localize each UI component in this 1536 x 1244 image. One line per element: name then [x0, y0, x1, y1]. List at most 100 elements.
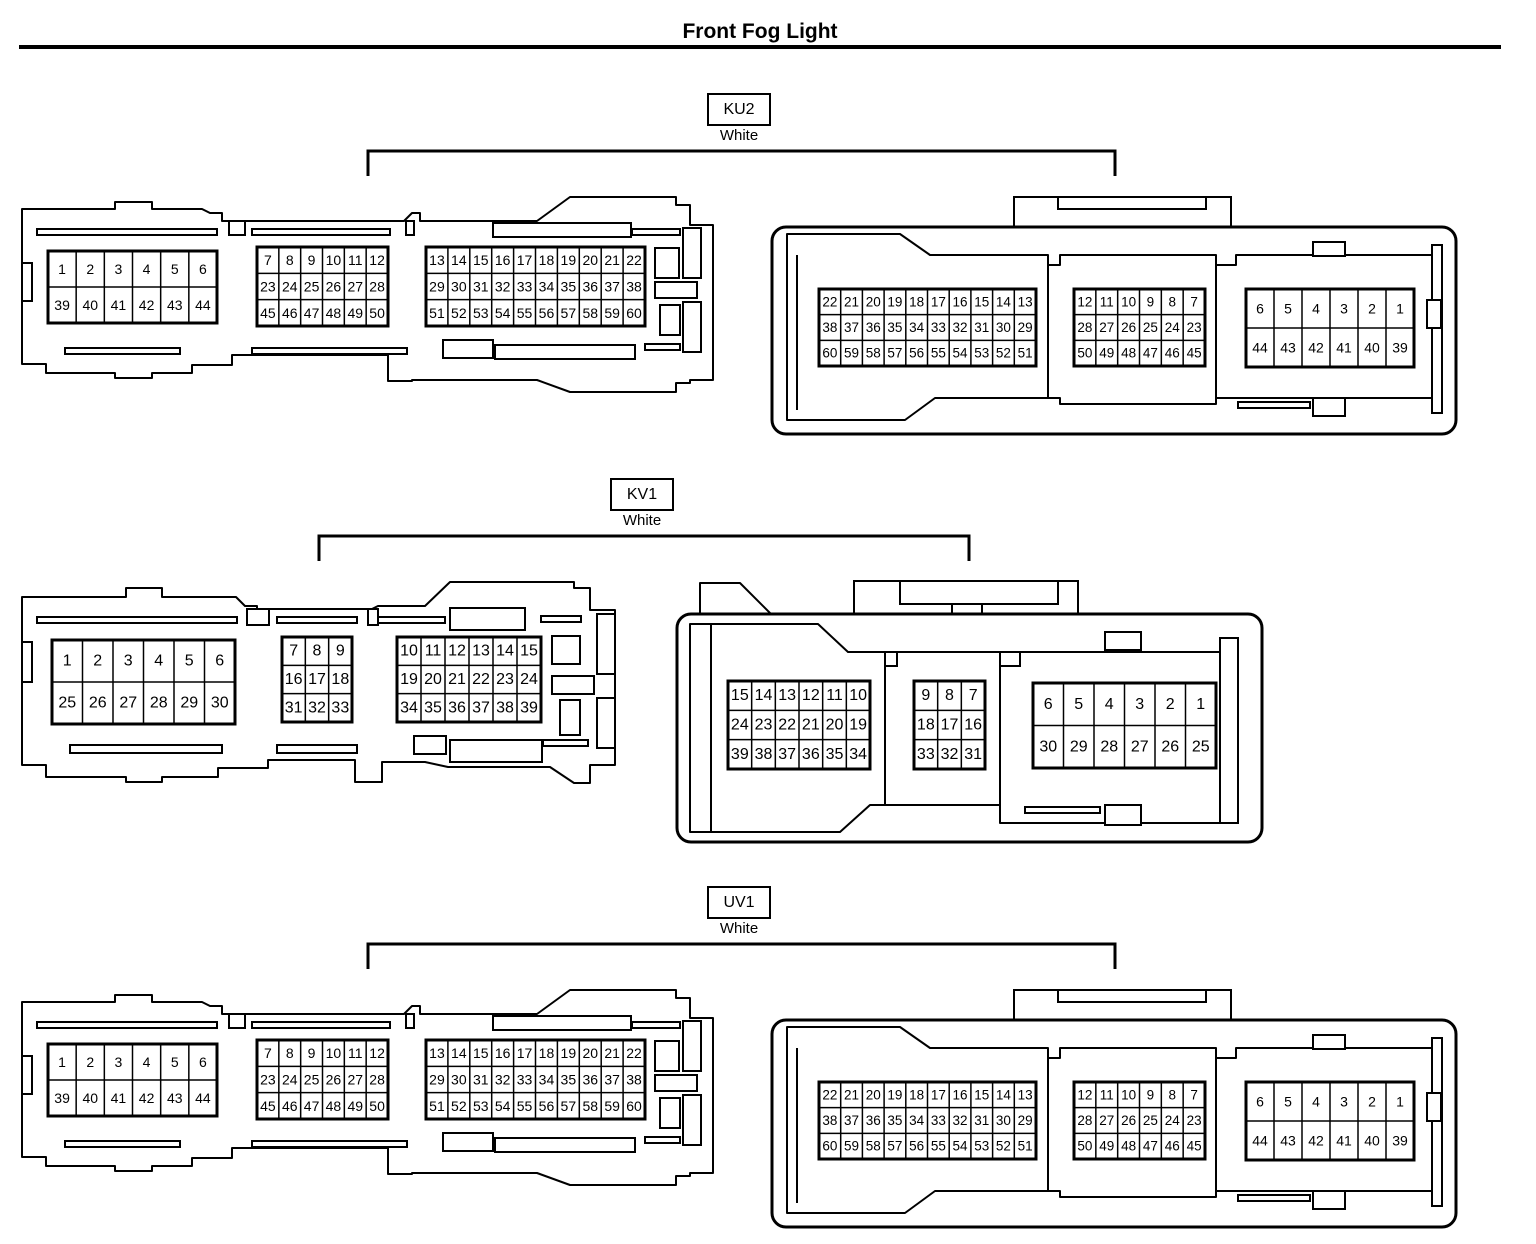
terminal-number: 9	[336, 643, 345, 660]
terminal-number: 37	[844, 1113, 859, 1128]
housing-detail	[276, 616, 358, 624]
terminal-number: 58	[866, 346, 881, 361]
terminal-number: 31	[964, 746, 982, 763]
terminal-number: 12	[369, 1045, 385, 1061]
terminal-number: 44	[195, 1090, 211, 1106]
terminal-number: 19	[561, 1045, 577, 1061]
terminal-number: 52	[996, 346, 1011, 361]
terminal-number: 55	[517, 305, 533, 321]
housing-detail	[36, 228, 218, 236]
terminal-number: 17	[931, 1087, 946, 1102]
terminal-number: 22	[626, 252, 642, 268]
terminal-number: 57	[561, 305, 577, 321]
terminal-number: 53	[974, 1139, 989, 1154]
terminal-number: 11	[1100, 294, 1114, 309]
terminal-number: 4	[1105, 696, 1114, 713]
terminal-number: 56	[539, 1098, 555, 1114]
terminal-number: 32	[495, 279, 511, 295]
terminal-number: 35	[561, 279, 577, 295]
terminal-number: 20	[582, 252, 598, 268]
terminal-block-frame	[912, 679, 987, 771]
terminal-block-frame	[280, 635, 354, 724]
terminal-number: 23	[260, 279, 276, 295]
housing-detail	[251, 1021, 391, 1029]
terminal-number: 16	[495, 252, 511, 268]
terminal-number: 34	[909, 320, 925, 335]
terminal-number: 32	[308, 699, 326, 716]
terminal-number: 39	[1392, 340, 1408, 356]
terminal-number: 9	[308, 252, 316, 268]
terminal-number: 34	[539, 279, 555, 295]
terminal-number: 30	[451, 279, 467, 295]
terminal-number: 49	[1099, 1139, 1114, 1154]
terminal-number: 3	[115, 1054, 123, 1070]
terminal-number: 29	[1070, 738, 1088, 755]
housing-detail	[1104, 631, 1142, 651]
terminal-number: 2	[86, 1054, 94, 1070]
terminal-number: 10	[326, 252, 342, 268]
housing-detail	[899, 580, 1059, 605]
terminal-number: 2	[1368, 301, 1376, 317]
housing-detail	[1237, 1194, 1311, 1202]
housing-detail	[631, 1021, 681, 1029]
terminal-number: 14	[996, 294, 1012, 309]
terminal-number: 21	[844, 1087, 859, 1102]
terminal-number: 15	[473, 252, 489, 268]
terminal-number: 14	[451, 252, 467, 268]
terminal-number: 11	[348, 252, 363, 268]
terminal-number: 30	[996, 1113, 1011, 1128]
terminal-number: 59	[844, 346, 859, 361]
terminal-number: 37	[778, 746, 796, 763]
terminal-number: 50	[369, 305, 385, 321]
terminal-number: 29	[1018, 320, 1033, 335]
terminal-number: 22	[778, 717, 796, 734]
housing-detail	[596, 697, 616, 749]
terminal-number: 34	[400, 699, 418, 716]
terminal-number: 11	[826, 687, 843, 704]
housing-detail	[21, 1055, 33, 1095]
connector-color-ku2: White	[719, 127, 759, 144]
terminal-number: 7	[969, 687, 978, 704]
terminal-number: 45	[260, 305, 276, 321]
terminal-number: 40	[1364, 1133, 1380, 1149]
terminal-number: 40	[82, 1090, 98, 1106]
terminal-number: 29	[1018, 1113, 1033, 1128]
terminal-number: 5	[171, 1054, 179, 1070]
terminal-number: 28	[369, 279, 385, 295]
terminal-number: 5	[1284, 1094, 1292, 1110]
terminal-number: 30	[996, 320, 1011, 335]
terminal-number: 8	[1168, 1087, 1176, 1102]
housing-detail	[654, 1040, 680, 1072]
housing-detail	[654, 247, 680, 279]
terminal-number: 18	[539, 1045, 555, 1061]
housing-detail	[551, 675, 595, 695]
terminal-number: 21	[844, 294, 859, 309]
terminal-number: 8	[1168, 294, 1176, 309]
terminal-number: 7	[264, 1045, 272, 1061]
terminal-number: 4	[143, 1054, 151, 1070]
terminal-number: 4	[1312, 1094, 1320, 1110]
terminal-number: 7	[1190, 1087, 1198, 1102]
housing-detail	[1237, 401, 1311, 409]
housing-detail	[372, 616, 446, 624]
terminal-number: 30	[451, 1072, 467, 1088]
terminal-number: 35	[561, 1072, 577, 1088]
housing-detail	[1104, 804, 1142, 826]
terminal-number: 49	[347, 305, 363, 321]
terminal-number: 50	[1077, 346, 1092, 361]
housing-detail	[884, 651, 898, 667]
terminal-number: 6	[1044, 696, 1053, 713]
terminal-number: 26	[326, 279, 342, 295]
terminal-number: 14	[755, 687, 773, 704]
terminal-number: 1	[58, 1054, 66, 1070]
terminal-number: 55	[931, 1139, 946, 1154]
terminal-number: 56	[909, 346, 924, 361]
terminal-number: 25	[58, 695, 76, 712]
terminal-number: 5	[185, 653, 194, 670]
title-rule	[19, 45, 1501, 49]
connector-color-kv1: White	[622, 512, 662, 529]
